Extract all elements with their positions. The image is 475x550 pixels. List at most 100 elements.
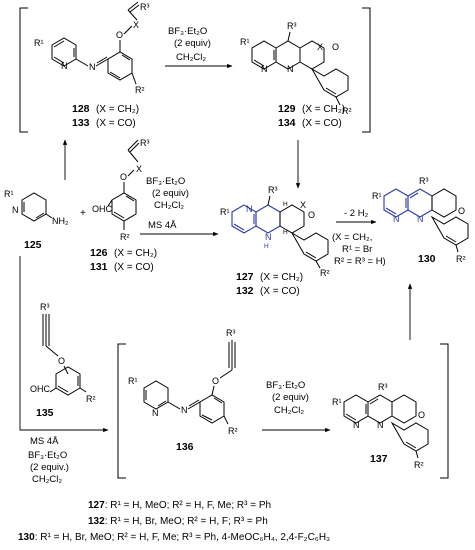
footnotes: 127: R¹ = H, MeO; R² = H, F, Me; R³ = Ph… [18,500,330,543]
r1-label-130: R¹ [372,191,382,201]
cho-label-135: OHC [30,384,51,394]
dehydro-x-label: (X = CH₂, [332,232,372,243]
cho-label: OHC [92,204,113,214]
lower-reaction-arrow: BF₃·Et₂O (2 equiv) CH₂Cl₂ [262,380,331,433]
compound-136: 136 [176,441,194,453]
footnote-132-text: : R¹ = H, Br, MeO; R² = H, F; R³ = Ph [105,516,268,527]
o-label-126: O [120,172,127,182]
compound-132: 132 [236,285,254,297]
n1-127: N [246,204,253,214]
n2-130: N [417,214,424,224]
r3-label-135: R³ [40,302,50,312]
lower-bracket [117,343,449,479]
r2-label-135: R² [86,394,96,404]
lower-route-arrow [19,256,109,433]
nh2-label: NH₂ [52,216,69,226]
plus-sign: + [80,208,86,219]
top-cond-equiv: (2 equiv) [174,38,211,49]
middle-reaction-arrow: BF₃·Et₂O (2 equiv) CH₂Cl₂ MS 4Å [140,176,219,237]
r2-label-136: R² [228,426,238,436]
compound-129: 129 [278,103,296,115]
dehydro-label: - 2 H₂ [344,208,369,219]
top-cond-lewis-acid: BF₃·Et₂O [168,26,207,37]
r3-label: R³ [140,2,150,12]
compound-128: 128 [72,103,90,115]
r3-label-126: R³ [140,138,150,148]
n-label-125: N [12,205,19,215]
lower-conditions: MS 4Å BF₃·Et₂O (2 equiv.) CH₂Cl₂ [28,436,69,485]
aminopyridine-125: R¹ N NH₂ 125 [4,189,69,251]
n1-136: N [152,408,159,418]
x126-label: (X = CH₂) [114,248,157,259]
x132-label: (X = CO) [260,286,300,297]
footnote-130-num: 130 [18,532,35,543]
mid-cond-solvent: CH₂Cl₂ [154,200,184,211]
compound-130: 130 [418,253,436,265]
tetracycle-127-132: R¹ N N H R³ H H X O R² 127 (X = CH₂) 132… [220,185,330,297]
r3-label-130: R³ [419,176,429,186]
dehydro-r23-label: R² = R³ = H) [334,256,386,267]
footnote-130-text: : R¹ = H, Br, MeO; R² = H, F, Me; R³ = P… [35,532,330,543]
x129-label: (X = CH₂) [302,104,345,115]
compound-131: 131 [90,261,108,273]
o-label-129: O [332,42,339,52]
r2-label-127: R² [320,268,330,278]
r2-label-130: R² [456,254,466,264]
dehydro-r1-label: R¹ = Br [342,244,372,255]
alkyne-aldehyde-135: R³ O OHC R² 135 [30,302,96,419]
low2-cond-equiv: (2 equiv) [272,392,309,403]
r2-label-137: R² [414,460,424,470]
h1-127: H [283,201,288,208]
r1-label-127: R¹ [220,207,230,217]
x133-label: (X = CO) [96,118,136,129]
tetracycle-129-134: R¹ N N R³ X O R² 129 (X = CH₂) 134 (X = … [240,21,352,129]
r3-label-129: R³ [287,21,297,31]
r2-label-126: R² [120,232,130,242]
compound-135: 135 [36,407,54,419]
compound-126: 126 [90,247,108,259]
n2-129: N [287,64,294,74]
o-label-136: O [212,376,219,386]
r2-label: R² [135,85,145,95]
x127-label: (X = CH₂) [260,272,303,283]
svg-text:130: R¹ = H, Br, MeO; R² = H,: 130: R¹ = H, Br, MeO; R² = H, F, Me; R³ … [18,532,330,543]
svg-text:132: R¹ = H, Br, MeO; R² = H,: 132: R¹ = H, Br, MeO; R² = H, F; R³ = Ph [88,516,268,527]
x-label: X [133,20,139,30]
compound-137: 137 [370,453,388,465]
product-137: R¹ N N R³ O R² 137 [332,382,429,470]
mid-cond-equiv: (2 equiv) [152,188,189,199]
imine-128-133: N R¹ N O X R³ R² 128 (X = CH₂) 133 (X = … [34,1,150,129]
r2-label-129: R² [342,106,352,116]
aldehyde-126-131: OHC O X R³ R² 126 (X = CH₂) 131 (X = CO) [90,138,157,273]
o-label-127: O [308,210,315,220]
top-bracket [19,7,371,133]
ether-o-label: O [116,30,123,40]
compound-134: 134 [278,117,296,129]
svg-text:127: R¹ = H, MeO; R² = H, F, M: 127: R¹ = H, MeO; R² = H, F, Me; R³ = Ph [88,500,271,511]
mid-cond-sieves: MS 4Å [148,220,177,231]
o-label-135: O [58,356,65,366]
top-cond-solvent: CH₂Cl₂ [176,52,206,63]
x-label-129: X [317,42,323,52]
imine-alkyne-136: R¹ N N O R³ R² 136 [128,328,238,453]
imine-n-label: N [89,62,96,72]
compound-127: 127 [236,271,254,283]
r1-label-129: R¹ [240,37,250,47]
r1-label: R¹ [34,38,44,48]
aromatic-130: R¹ N N R³ O R² 130 [372,176,469,265]
r3-label-137: R³ [378,382,388,392]
r1-label-136: R¹ [128,376,138,386]
n1-129: N [261,64,268,74]
x134-label: (X = CO) [302,118,342,129]
compound-133: 133 [72,117,90,129]
low-cond-solvent: CH₂Cl₂ [32,474,62,485]
n2-137: N [377,420,384,430]
footnote-127-num: 127 [88,500,105,511]
dehydrogenation-arrow: - 2 H₂ (X = CH₂, R¹ = Br R² = R³ = H) [332,208,386,267]
r3-label-127: R³ [268,185,278,195]
low-cond-lewis-acid: BF₃·Et₂O [28,450,67,461]
nh-127: N [265,232,272,242]
r1-label-137: R¹ [332,397,342,407]
nh-h-127: H [264,243,269,250]
